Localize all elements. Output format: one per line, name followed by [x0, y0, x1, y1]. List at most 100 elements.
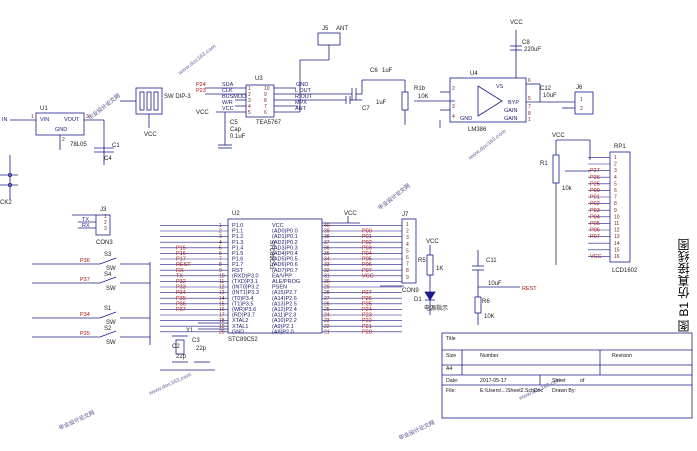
net-p23: P23 — [196, 88, 206, 94]
net-p36: P36 — [80, 258, 90, 264]
c3-ref: C3 — [192, 338, 200, 344]
u2-left-pin-num: 10 — [219, 273, 225, 279]
u2-left-pin-name: P1.7 — [232, 262, 243, 268]
c6-value: 1uF — [382, 68, 393, 74]
rp1-pin-num: 14 — [614, 241, 620, 247]
u3-ln3: 4 — [248, 104, 251, 110]
u1-pin3: 3 — [86, 114, 89, 120]
s3-ref: S3 — [104, 252, 112, 258]
u2-right-pin-name: EA/VPP — [272, 273, 292, 279]
rp1-net: P02 — [590, 201, 600, 207]
net-p24: P24 — [196, 82, 206, 88]
u2-ref: U2 — [232, 211, 240, 217]
r6-ref: R6 — [482, 299, 490, 305]
net-rx: RX — [82, 223, 90, 229]
u3-r2: R OUT — [295, 94, 313, 100]
tb-date: Date: — [446, 378, 458, 384]
u2-right-pin-name: (AD2)P0.2 — [272, 240, 298, 246]
u2-left-pin-num: 8 — [219, 262, 222, 268]
j3-pin2: 2 — [104, 220, 107, 226]
u2-left-pin-name: P1.6 — [232, 257, 243, 263]
y1-ref: Y1 — [186, 328, 194, 334]
tb-revision: Revision — [612, 353, 632, 359]
u2-name: STC89C52 — [228, 337, 258, 343]
u2-left-net: P32 — [176, 279, 186, 285]
u2-right-pin-num: 40 — [324, 223, 330, 229]
r5-value: 1K — [436, 266, 443, 272]
j7-body — [401, 218, 417, 284]
watermark-cn-3: 毕业设计论文网 — [57, 408, 96, 432]
r1-body — [552, 154, 560, 184]
rp1-pin-num: 3 — [614, 168, 617, 174]
dip-vcc: VCC — [144, 132, 157, 138]
j7-pin-num: 5 — [406, 248, 409, 254]
u2-left-pin-name: P1.0 — [232, 223, 243, 229]
j7-pin-num: 4 — [406, 242, 409, 248]
s1-sw: SW — [106, 320, 116, 326]
u2-right-pin-name: (AD7)P0.7 — [272, 268, 298, 274]
watermark-url-1: www.doc163.com — [177, 43, 218, 77]
tb-a4: A4 — [446, 366, 452, 372]
j7-pin-num: 6 — [406, 255, 409, 261]
u2-left-pin-name: P1.1 — [232, 229, 243, 235]
u2-left-pin-name: XTAL2 — [232, 318, 248, 324]
u4-pin1: 1 — [528, 117, 531, 123]
net-tx: TX — [82, 217, 89, 223]
u1-pin1: 1 — [31, 114, 34, 120]
u1-vout: VOUT — [64, 117, 80, 123]
rp1-net: VCC — [590, 254, 602, 260]
u2-left-pin-num: 11 — [219, 279, 224, 285]
u2-left-pin-name: (RD)P3.7 — [232, 313, 255, 319]
u4-pin3: 3 — [452, 104, 455, 110]
u3-rn0: 10 — [264, 86, 270, 92]
u2-right-pin-num: 29 — [324, 285, 330, 291]
c11-value: 10uF — [488, 281, 502, 287]
u3-r4: ANT — [295, 106, 307, 112]
u2-right-pin-num: 26 — [324, 301, 330, 307]
tb-size: Size — [446, 353, 456, 359]
watermark-cn-1: 毕业设计论文网 — [86, 91, 122, 121]
u2-right-pin-num: 21 — [324, 329, 330, 335]
u4-ref: U4 — [470, 71, 478, 77]
u2-chip: STC89C51 — [268, 240, 274, 270]
u4-name: LM386 — [468, 127, 487, 133]
tb-of: of — [580, 378, 585, 384]
u2-left-pin-num: 4 — [219, 240, 222, 246]
u2-left-pin-num: 17 — [219, 313, 225, 319]
u2-right-pin-num: 33 — [324, 262, 330, 268]
u2-right-pin-num: 34 — [324, 257, 330, 263]
u3-body — [245, 84, 275, 118]
u2-right-pin-name: (A8)P2.0 — [272, 329, 294, 335]
j7-ref: J7 — [402, 212, 409, 218]
u2-right-net: P26 — [362, 296, 372, 302]
j7-pin-num: 9 — [406, 275, 409, 281]
rp1-name: LCD1602 — [612, 268, 638, 274]
u1-ref: U1 — [40, 106, 48, 112]
rp1-pin-num: 7 — [614, 195, 617, 201]
u2-right-pin-num: 23 — [324, 318, 330, 324]
j3-pin3: 3 — [104, 226, 107, 232]
u2-right-pin-num: 36 — [324, 245, 330, 251]
u2-right-net: P24 — [362, 307, 372, 313]
j5-ref: J5 — [322, 26, 329, 32]
r1b-body — [401, 91, 409, 111]
u2-left-pin-name: GND — [232, 329, 244, 335]
u2-right-pin-num: 27 — [324, 296, 330, 302]
u2-right-net: P21 — [362, 324, 372, 330]
u2-left-pin-num: 2 — [219, 229, 222, 235]
u2-right-pin-num: 25 — [324, 307, 330, 313]
c12-value: 10uF — [543, 93, 557, 99]
u2-left-pin-num: 9 — [219, 268, 222, 274]
u2-right-pin-num: 28 — [324, 290, 330, 296]
u2-right-pin-name: (AD4)P0.4 — [272, 251, 298, 257]
rp1-net: P26 — [590, 175, 600, 181]
u2-left-net: P33 — [176, 285, 186, 291]
r1b-value: 10K — [418, 94, 429, 100]
u2-right-net: P04 — [362, 251, 372, 257]
rp1-body — [609, 151, 631, 263]
figure-caption: 图 B1 仿真接线图 — [677, 238, 691, 332]
u2-right-pin-num: 32 — [324, 268, 330, 274]
u2-right-pin-name: (A10)P2.2 — [272, 318, 297, 324]
j3-ref: J3 — [100, 207, 107, 213]
